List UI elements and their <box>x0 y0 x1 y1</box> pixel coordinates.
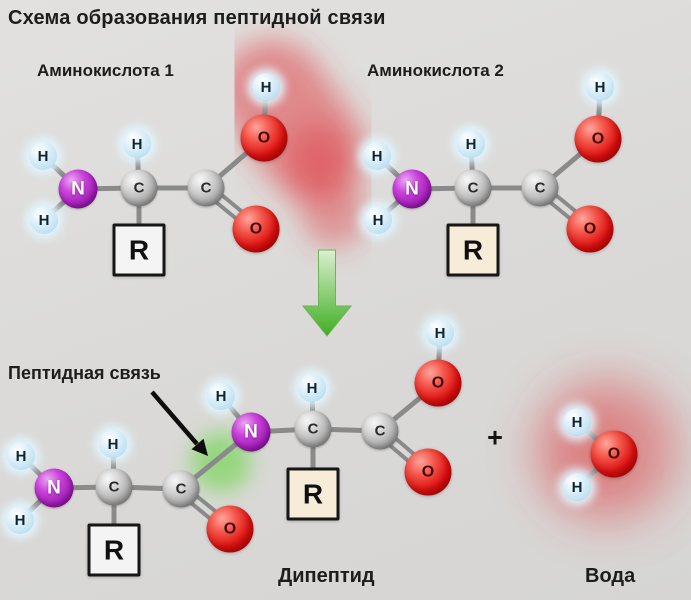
dipeptide-atom-h: H <box>6 506 34 534</box>
amino-acid-1-atom-c: C <box>187 169 225 207</box>
amino-acid-2-atom-r: R <box>446 223 500 277</box>
dipeptide-atom-h: H <box>99 430 127 458</box>
amino-acid-2-atom-h: H <box>363 142 391 170</box>
dipeptide-atom-h: H <box>298 374 326 402</box>
page-title: Схема образования пептидной связи <box>8 7 386 29</box>
amino-acid-2-label: Аминокислота 2 <box>367 61 504 80</box>
amino-acid-2-atom-h: H <box>364 206 392 234</box>
peptide-bond-label: Пептидная связь <box>8 363 161 383</box>
amino-acid-2-atom-o: O <box>574 115 622 163</box>
water-label: Вода <box>585 565 636 587</box>
dipeptide-atom-c: C <box>162 470 200 508</box>
dipeptide-atom-o: O <box>414 359 462 407</box>
amino-acid-2-atom-h: H <box>457 130 485 158</box>
dipeptide-atom-c: C <box>95 468 133 506</box>
water-atom-h: H <box>563 408 591 436</box>
dipeptide-atom-c: C <box>361 412 399 450</box>
dipeptide-atom-n: N <box>231 412 271 452</box>
dipeptide-atom-o: O <box>404 448 452 496</box>
amino-acid-1-atom-r: R <box>112 223 166 277</box>
amino-acid-2-atom-n: N <box>392 169 432 209</box>
dipeptide-atom-n: N <box>34 468 74 508</box>
amino-acid-1-atom-h: H <box>252 73 280 101</box>
amino-acid-1-atom-h: H <box>29 142 57 170</box>
amino-acid-1-atom-o: O <box>240 114 288 162</box>
plus-sign: + <box>487 422 503 453</box>
amino-acid-1-atom-h: H <box>123 130 151 158</box>
amino-acid-1-atom-h: H <box>30 206 58 234</box>
dipeptide-label: Дипептид <box>278 565 375 587</box>
dipeptide-atom-h: H <box>426 319 454 347</box>
dipeptide-atom-r: R <box>286 467 340 521</box>
dipeptide-atom-c: C <box>294 410 332 448</box>
water-atom-o: O <box>590 430 638 478</box>
amino-acid-2-atom-c: C <box>521 169 559 207</box>
dipeptide-atom-o: O <box>206 505 254 553</box>
amino-acid-2-atom-c: C <box>454 169 492 207</box>
amino-acid-1-label: Аминокислота 1 <box>37 61 174 80</box>
amino-acid-1-atom-o: O <box>232 205 280 253</box>
water-atom-h: H <box>563 473 591 501</box>
amino-acid-2-atom-h: H <box>586 73 614 101</box>
dipeptide-atom-h: H <box>207 382 235 410</box>
amino-acid-1-atom-n: N <box>58 169 98 209</box>
dipeptide-atom-h: H <box>7 442 35 470</box>
dipeptide-atom-r: R <box>87 523 141 577</box>
amino-acid-1-atom-c: C <box>120 169 158 207</box>
amino-acid-2-atom-o: O <box>566 205 614 253</box>
